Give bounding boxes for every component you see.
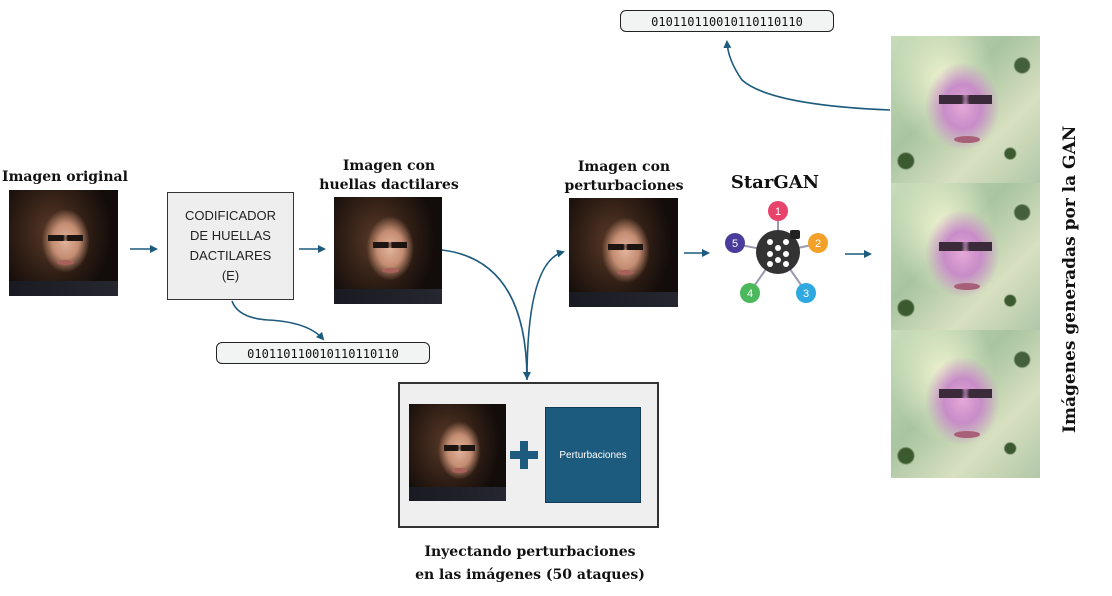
label-fingerprinted: Imagen con huellas dactilares — [319, 158, 459, 193]
stargan-node-3: 3 — [803, 288, 809, 300]
fingerprint-code-bottom: 010110110010110110110 — [216, 342, 430, 364]
injection-face-image — [409, 404, 506, 501]
label-stargan: StarGAN — [730, 172, 820, 193]
arrow-injection-to-perturbed — [526, 249, 565, 381]
stargan-node-1: 1 — [775, 206, 781, 218]
arrow-gan-to-code — [723, 40, 891, 111]
encoder-text: CODIFICADOR DE HUELLAS DACTILARES (E) — [185, 208, 276, 283]
stargan-node-5: 5 — [732, 238, 738, 250]
arrow-encoder-to-code — [231, 300, 325, 341]
encoder-box: CODIFICADOR DE HUELLAS DACTILARES (E) — [167, 192, 294, 300]
label-injecting: Inyectando perturbaciones en las imágene… — [415, 544, 645, 583]
original-image — [9, 190, 118, 296]
perturbations-label: Perturbaciones — [559, 449, 627, 461]
gan-image-1 — [891, 36, 1040, 183]
stargan-logo: 1 2 3 4 5 — [725, 201, 828, 303]
perturbed-image — [569, 198, 678, 307]
stargan-node-2: 2 — [815, 238, 821, 250]
stargan-node-4: 4 — [747, 288, 753, 300]
plus-icon — [510, 441, 538, 469]
gan-image-3 — [891, 330, 1040, 478]
label-original: Imagen original — [2, 169, 128, 185]
label-perturbed: Imagen con perturbaciones — [564, 159, 684, 194]
fingerprinted-image — [334, 197, 442, 304]
arrow-fingerprinted-to-injection — [441, 249, 531, 380]
gan-image-2 — [891, 183, 1040, 330]
perturbations-box: Perturbaciones — [545, 407, 641, 503]
fingerprint-code-top: 010110110010110110110 — [620, 10, 834, 32]
